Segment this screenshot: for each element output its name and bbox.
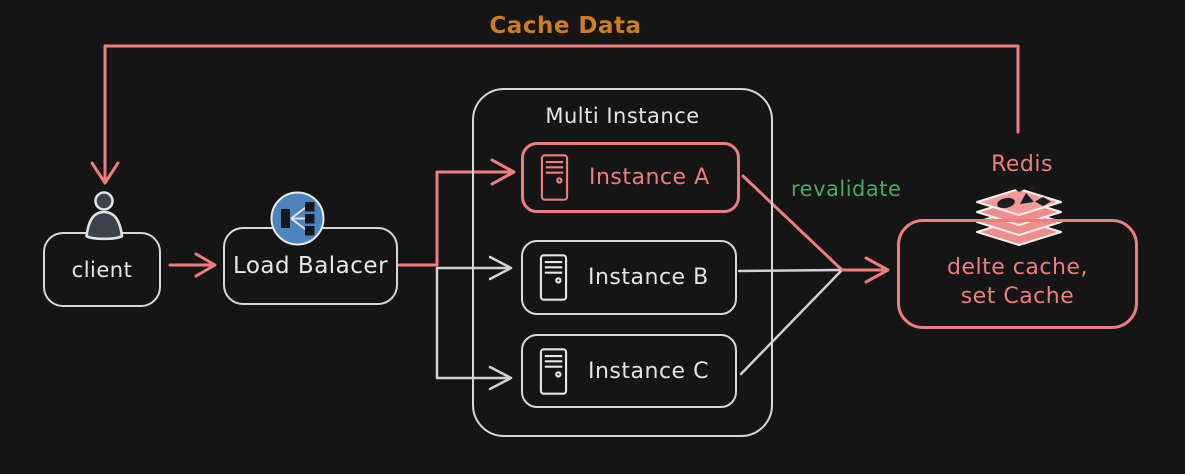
revalidate-label: revalidate — [791, 177, 902, 201]
redis-action-line2: set Cache — [960, 284, 1075, 310]
person-icon — [85, 191, 124, 241]
load-balancer-label: Load Balacer — [232, 253, 389, 279]
redis-title: Redis — [991, 152, 1053, 177]
client-label: client — [71, 257, 133, 282]
load-balancer-node: Load Balacer — [223, 227, 398, 305]
redis-stack-icon — [976, 185, 1062, 246]
server-icon — [539, 347, 568, 395]
instance-a-label: Instance A — [589, 165, 710, 190]
load-balancer-icon — [270, 191, 325, 246]
server-icon — [540, 154, 569, 201]
client-to-loadbalancer-arrow — [168, 252, 217, 278]
instance-a-node: Instance A — [521, 142, 740, 213]
instance-b-label: Instance B — [588, 265, 709, 290]
multi-instance-container — [472, 88, 773, 437]
multi-instance-title: Multi Instance — [545, 104, 700, 128]
instance-c-node: Instance C — [521, 334, 737, 408]
redis-cache-node: delte cache, set Cache — [897, 219, 1138, 329]
instance-b-node: Instance B — [521, 240, 737, 315]
instance-c-label: Instance C — [588, 358, 709, 384]
redis-action-line1: delte cache, — [947, 254, 1088, 280]
client-node: client — [43, 232, 161, 307]
server-icon — [539, 254, 568, 301]
converge-to-redis-arrow — [840, 256, 890, 284]
cache-data-label: Cache Data — [489, 13, 642, 39]
